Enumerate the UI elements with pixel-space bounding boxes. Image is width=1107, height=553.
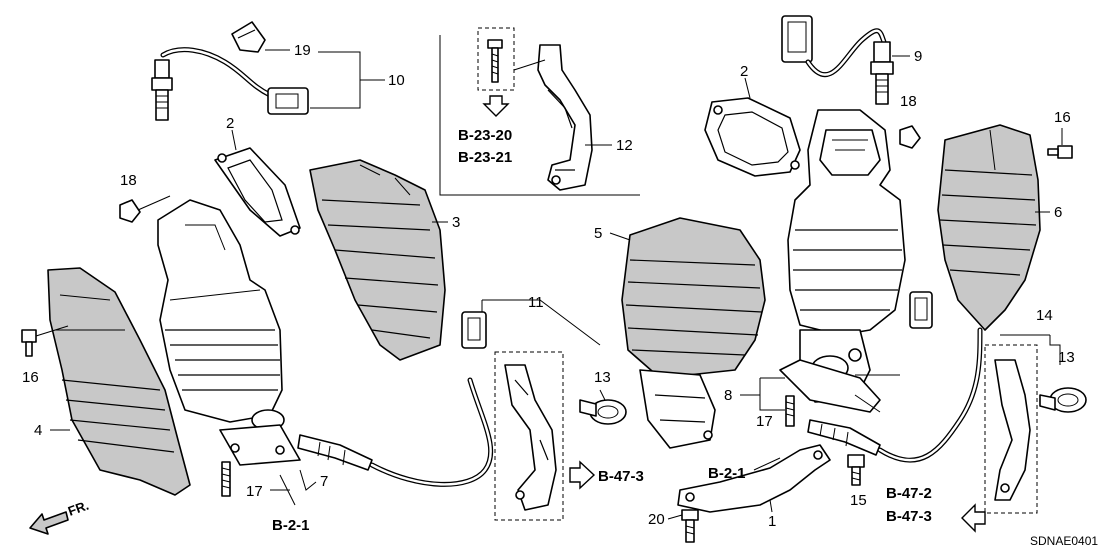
callout-7: 7: [320, 473, 328, 490]
bracket-right-dashed: [984, 344, 1038, 514]
catalyst-right: [787, 109, 906, 403]
connector-mid: [461, 311, 487, 349]
o2-sensor-left: 19 10: [151, 21, 405, 121]
hollow-arrow-right: [961, 503, 986, 533]
heat-shield-lower-4: 4: [34, 267, 191, 496]
studs-17-left: 17 7 B-2-1: [221, 461, 328, 534]
inset-box: B-23-20 B-23-21 12: [439, 27, 640, 196]
callout-1: 1: [768, 513, 776, 530]
gasket-right: 2: [704, 63, 801, 177]
heat-shield-upper-3: 3: [309, 159, 460, 361]
ref-b-23-20[interactable]: B-23-20: [458, 127, 512, 144]
callout-16-right: 16: [1054, 109, 1071, 126]
ref-b-47-3-mid[interactable]: B-47-3: [598, 468, 644, 485]
callout-4: 4: [34, 422, 42, 439]
heat-shield-5: 5: [594, 217, 766, 449]
callout-2-right: 2: [740, 63, 748, 80]
callout-19: 19: [294, 42, 311, 59]
callout-11: 11: [528, 294, 544, 311]
callout-17-left: 17: [246, 483, 263, 500]
callout-8: 8: [724, 387, 732, 404]
callout-6: 6: [1054, 204, 1062, 221]
bolt-15: 15: [847, 454, 867, 509]
callout-18-left: 18: [120, 172, 137, 189]
ref-b-47-2[interactable]: B-47-2: [886, 485, 932, 502]
callout-17-right: 17: [756, 413, 773, 430]
front-direction-label: FR.: [66, 498, 91, 519]
studs-17-right: 17: [756, 395, 795, 430]
nut-18-right: 18: [899, 93, 921, 149]
callout-9: 9: [914, 48, 922, 65]
callout-13-mid: 13: [594, 369, 611, 386]
down-arrow: [482, 95, 510, 117]
bolt-16-left: 16: [21, 325, 69, 386]
clamp-13-right: [1039, 387, 1087, 413]
connector-far-right: [909, 291, 933, 329]
sensor-body-right: [870, 41, 894, 105]
ref-b-23-21[interactable]: B-23-21: [458, 149, 512, 166]
heat-shield-6: 6: [937, 124, 1062, 331]
o2-sensor-lower-right: 14 13: [807, 291, 1075, 463]
clip-19: [231, 21, 266, 53]
callout-5: 5: [594, 225, 602, 242]
connector-left: [267, 87, 309, 115]
gasket-8: 8: [724, 359, 900, 413]
ref-b-2-1-left[interactable]: B-2-1: [272, 517, 310, 534]
ref-b-47-3-right[interactable]: B-47-3: [886, 508, 932, 525]
clamp-13-mid: [579, 389, 627, 425]
callout-14: 14: [1036, 307, 1053, 324]
hollow-arrow-mid: [569, 460, 596, 490]
callout-15: 15: [850, 492, 867, 509]
ref-b-2-1-right[interactable]: B-2-1: [708, 465, 746, 482]
bolt-16-right: 16: [1047, 109, 1073, 159]
bolt-20: 20: [648, 509, 699, 543]
bracket-12: [537, 44, 593, 191]
nut-18-left: 18: [119, 172, 171, 223]
callout-10: 10: [388, 72, 405, 89]
diagram-code: SDNAE0401: [1030, 534, 1098, 548]
bolt-inset: [487, 39, 503, 83]
callout-16-left: 16: [22, 369, 39, 386]
callout-2-left: 2: [226, 115, 234, 132]
callout-3: 3: [452, 214, 460, 231]
bracket-1: 1 B-2-1: [677, 444, 831, 530]
callout-18-right: 18: [900, 93, 917, 110]
front-arrow-icon: [29, 511, 69, 535]
o2-sensor-lower-left: 11 13: [297, 294, 611, 487]
connector-right: [781, 15, 813, 63]
sensor-body-left: [151, 59, 173, 121]
callout-12: 12: [616, 137, 633, 154]
callout-20: 20: [648, 511, 665, 528]
gasket-left: 2: [214, 115, 301, 237]
catalyst-left: [157, 199, 301, 466]
bracket-mid-dashed: [494, 351, 564, 521]
o2-sensor-right: 9: [781, 15, 922, 105]
callout-13-right: 13: [1058, 349, 1075, 366]
front-direction-indicator: FR.: [29, 498, 91, 535]
